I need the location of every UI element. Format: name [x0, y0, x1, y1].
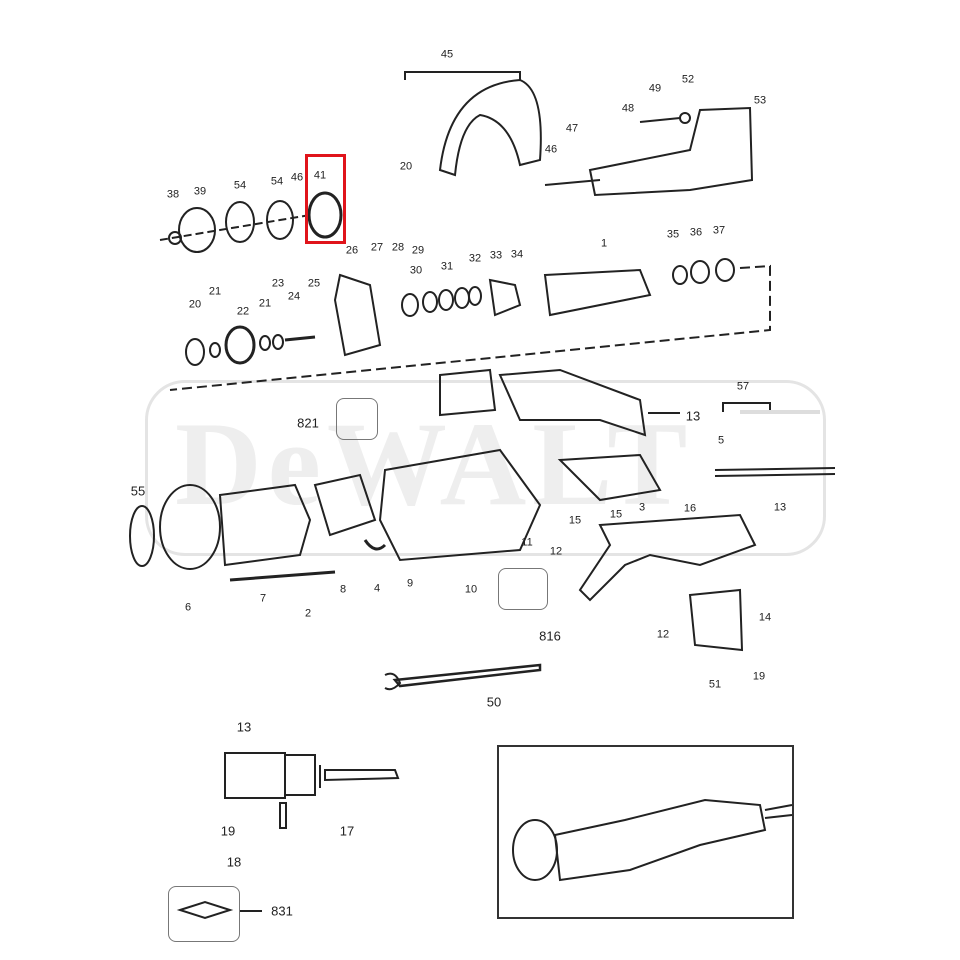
washer-54a — [225, 201, 255, 243]
manual-book-icon — [176, 900, 234, 920]
part-label-highlighted: 41 — [313, 169, 327, 182]
handle-13 — [498, 368, 647, 437]
bearing-plate-26 — [333, 273, 382, 357]
baffle-34 — [488, 278, 522, 317]
part-label: 23 — [271, 277, 285, 290]
wrench-50 — [392, 663, 542, 688]
part-label: 13 — [236, 719, 252, 735]
part-label: 21 — [208, 285, 222, 298]
motor-housing-10 — [378, 448, 542, 562]
part-label: 1 — [600, 237, 608, 250]
part-label: 15 — [568, 514, 582, 527]
part-label: 20 — [399, 160, 413, 173]
side-handle-17 — [324, 769, 400, 782]
part-label: 34 — [510, 248, 524, 261]
part-label: 20 — [188, 298, 202, 311]
part-label: 24 — [287, 290, 301, 303]
part-label: 19 — [220, 823, 236, 839]
part-label: 46 — [290, 171, 304, 184]
part-label: 49 — [648, 82, 662, 95]
part-label: 10 — [464, 583, 478, 596]
part-label: 25 — [307, 277, 321, 290]
part-label: 19 — [752, 670, 766, 683]
cover — [439, 368, 497, 417]
part-label: 35 — [666, 228, 680, 241]
part-label: 37 — [712, 224, 726, 237]
part-label: 36 — [689, 226, 703, 239]
field-2 — [218, 483, 312, 567]
part-label: 54 — [270, 175, 284, 188]
inset-grinder — [553, 798, 767, 882]
switch-3 — [557, 453, 662, 502]
part-label: 4 — [373, 582, 381, 595]
part-label: 53 — [753, 94, 767, 107]
part-label: 3 — [638, 501, 646, 514]
end-cap-6 — [159, 484, 221, 570]
part-label: 821 — [297, 415, 319, 431]
part-label: 50 — [486, 694, 502, 710]
assembled-tool-inset — [497, 745, 794, 919]
part-label: 32 — [468, 252, 482, 265]
label-831-box — [168, 886, 240, 942]
part-label: 55 — [130, 483, 146, 499]
part-label: 6 — [184, 601, 192, 614]
guard-45 — [438, 78, 542, 177]
part-label: 28 — [391, 241, 405, 254]
part-label: 27 — [370, 241, 384, 254]
part-label: 831 — [271, 903, 293, 919]
part-label: 12 — [656, 628, 670, 641]
part-label: 30 — [409, 264, 423, 277]
part-label: 57 — [736, 380, 750, 393]
part-label: 14 — [758, 611, 772, 624]
part-label: 13 — [685, 408, 701, 424]
part-label: 51 — [708, 678, 722, 691]
part-label: 11 — [521, 536, 533, 549]
label-plate-51 — [688, 588, 744, 652]
part-label: 17 — [339, 823, 355, 839]
gear-housing-48 — [588, 106, 754, 197]
part-label: 52 — [681, 73, 695, 86]
part-label: 54 — [233, 179, 247, 192]
part-label: 18 — [226, 854, 242, 870]
part-label: 38 — [166, 188, 180, 201]
part-label: 29 — [411, 244, 425, 257]
part-label: 45 — [440, 48, 454, 61]
handle-13-lower — [578, 513, 757, 602]
watermark-text: DeWALT — [175, 397, 694, 530]
part-label: 21 — [258, 297, 272, 310]
part-label: 816 — [539, 628, 561, 644]
highlight-part-41 — [305, 154, 346, 244]
part-label: 48 — [621, 102, 635, 115]
part-label: 31 — [440, 260, 454, 273]
part-label: 26 — [345, 244, 359, 257]
armature-1 — [543, 268, 652, 317]
part-label: 7 — [259, 592, 267, 605]
washer-54b — [266, 200, 294, 240]
part-label: 22 — [236, 305, 250, 318]
part-label: 39 — [193, 185, 207, 198]
part-label: 46 — [544, 143, 558, 156]
part-label: 47 — [565, 122, 579, 135]
part-label: 13 — [773, 501, 787, 514]
brush-holder-8 — [313, 473, 377, 537]
part-label: 33 — [489, 249, 503, 262]
part-label: 5 — [717, 434, 725, 447]
part-label: 9 — [406, 577, 414, 590]
screw-7 — [229, 570, 336, 582]
label-821-box — [336, 398, 378, 440]
handle-13-bottom — [224, 752, 286, 799]
flange-39 — [178, 207, 216, 253]
part-label: 2 — [304, 607, 312, 620]
part-label: 16 — [683, 502, 697, 515]
part-label: 8 — [339, 583, 347, 596]
ring-55 — [129, 505, 155, 567]
part-label: 12 — [549, 545, 563, 558]
part-label: 15 — [609, 508, 623, 521]
label-816-box — [498, 568, 548, 610]
